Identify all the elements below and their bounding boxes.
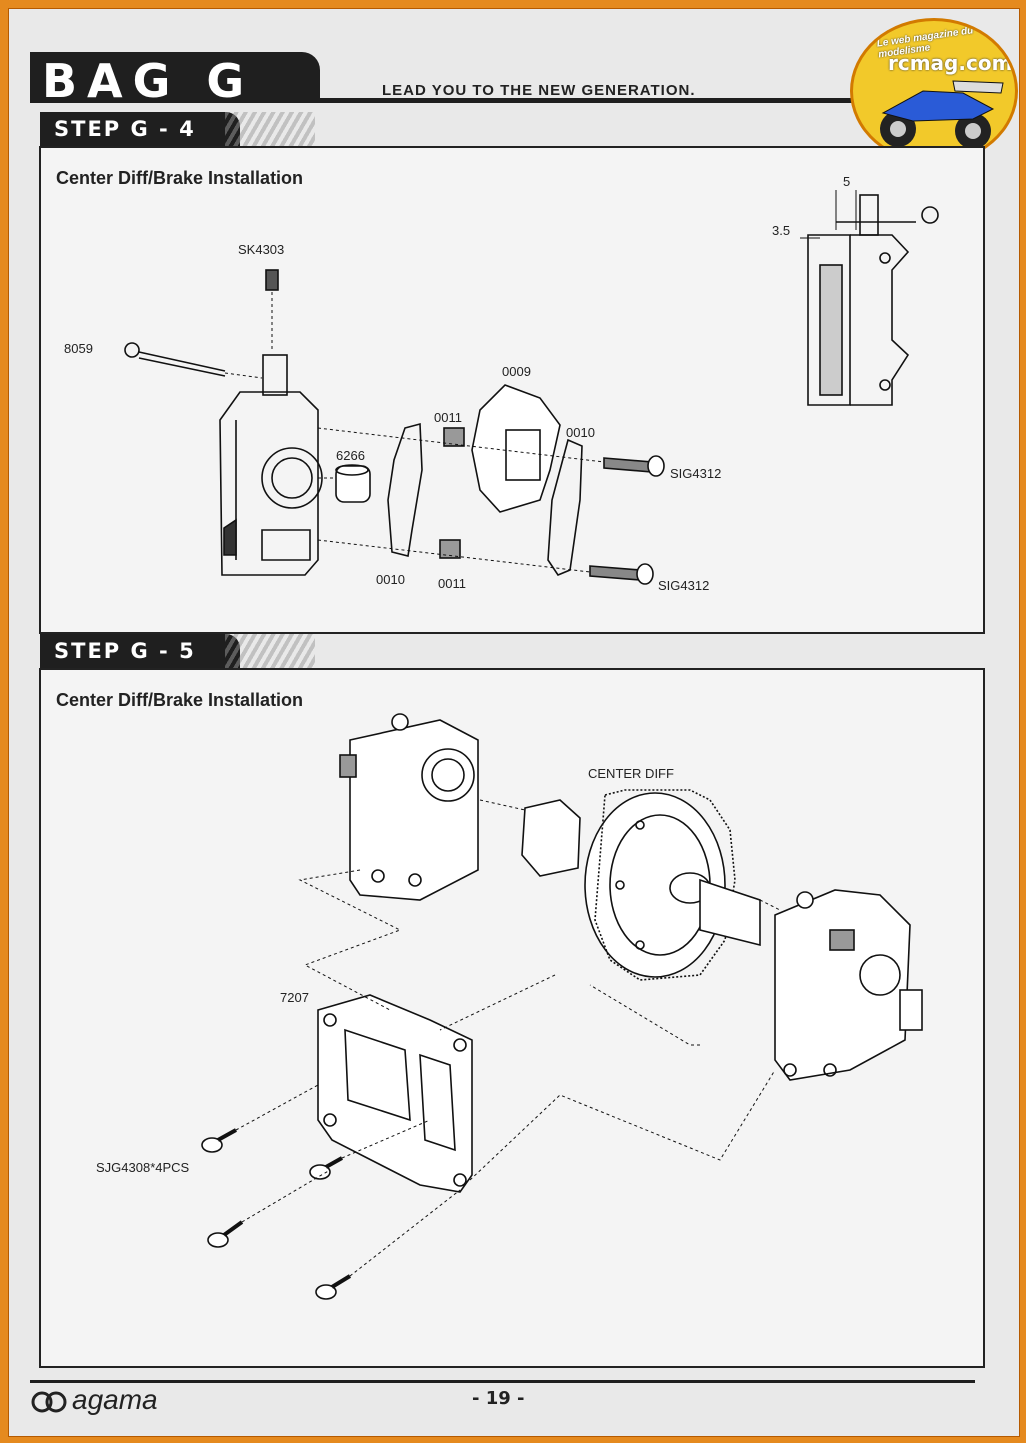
screw-sjg4308-4 bbox=[315, 1274, 352, 1300]
label-7207: 7207 bbox=[280, 990, 309, 1005]
header-tagline: LEAD YOU TO THE NEW GENERATION. bbox=[382, 82, 696, 99]
rcmag-watermark-logo: Le web magazine du modelisme rcmag.com bbox=[850, 18, 1018, 164]
bulkhead-assembly-left bbox=[339, 713, 479, 901]
agama-logo-icon bbox=[31, 1391, 67, 1413]
screw-sjg4308-3 bbox=[207, 1220, 244, 1248]
step-g5-stripes bbox=[225, 634, 315, 668]
spring-0011-bottom bbox=[439, 539, 461, 559]
hinge-pin-8059 bbox=[124, 342, 263, 379]
watermark-brand: rcmag.com bbox=[888, 51, 1013, 75]
brake-pad-0010-left bbox=[387, 422, 423, 557]
screw-sjg4308-2 bbox=[309, 1156, 343, 1180]
step-g5-tab: STEP G - 5 bbox=[40, 634, 240, 668]
bulkhead-assembly-right bbox=[774, 889, 923, 1081]
step-g5-title: Center Diff/Brake Installation bbox=[56, 690, 304, 710]
label-center-diff: CENTER DIFF bbox=[588, 766, 674, 781]
brake-disc-0009 bbox=[471, 384, 561, 513]
header-rule bbox=[30, 98, 970, 103]
label-0010-bottom: 0010 bbox=[376, 572, 405, 587]
screw-sig4312-top bbox=[603, 455, 665, 477]
screw-sig4312-bottom bbox=[589, 563, 654, 585]
label-0011-bottom: 0011 bbox=[438, 576, 466, 591]
footer-brand: agama bbox=[72, 1384, 158, 1415]
label-0010-top: 0010 bbox=[566, 425, 595, 440]
setscrew-sk4303 bbox=[265, 269, 279, 352]
dimension-5: 5 bbox=[843, 174, 851, 189]
bushing-6266 bbox=[318, 464, 371, 503]
assembly-guide-lines bbox=[235, 799, 781, 1277]
step-g4-stripes bbox=[225, 112, 315, 146]
label-8059: 8059 bbox=[64, 341, 93, 356]
step-g4-tab: STEP G - 4 bbox=[40, 112, 240, 146]
bag-title: BAG G bbox=[42, 54, 255, 108]
brake-pad-0010-right bbox=[547, 438, 583, 576]
bulkhead-housing bbox=[219, 354, 323, 576]
label-sk4303: SK4303 bbox=[238, 242, 285, 257]
label-0011-top: 0011 bbox=[434, 410, 462, 425]
step-g4-title: Center Diff/Brake Installation bbox=[56, 168, 304, 188]
page-number: - 19 - bbox=[472, 1388, 525, 1409]
dimension-3-5: 3.5 bbox=[772, 223, 791, 238]
label-sig4312-top: SIG4312 bbox=[670, 466, 722, 481]
label-sjg4308: SJG4308*4PCS bbox=[96, 1160, 190, 1175]
bulkhead-side-view bbox=[800, 190, 939, 406]
spring-0011-top bbox=[443, 427, 465, 447]
buggy-icon bbox=[880, 80, 1004, 149]
center-diff-assembly bbox=[521, 789, 761, 981]
screw-sjg4308-1 bbox=[201, 1128, 237, 1153]
label-sig4312-bottom: SIG4312 bbox=[658, 578, 710, 593]
label-6266: 6266 bbox=[336, 448, 365, 463]
footer-rule bbox=[30, 1380, 975, 1383]
header-bar bbox=[30, 52, 320, 102]
label-0009: 0009 bbox=[502, 364, 531, 379]
center-plate-7207 bbox=[317, 994, 473, 1193]
